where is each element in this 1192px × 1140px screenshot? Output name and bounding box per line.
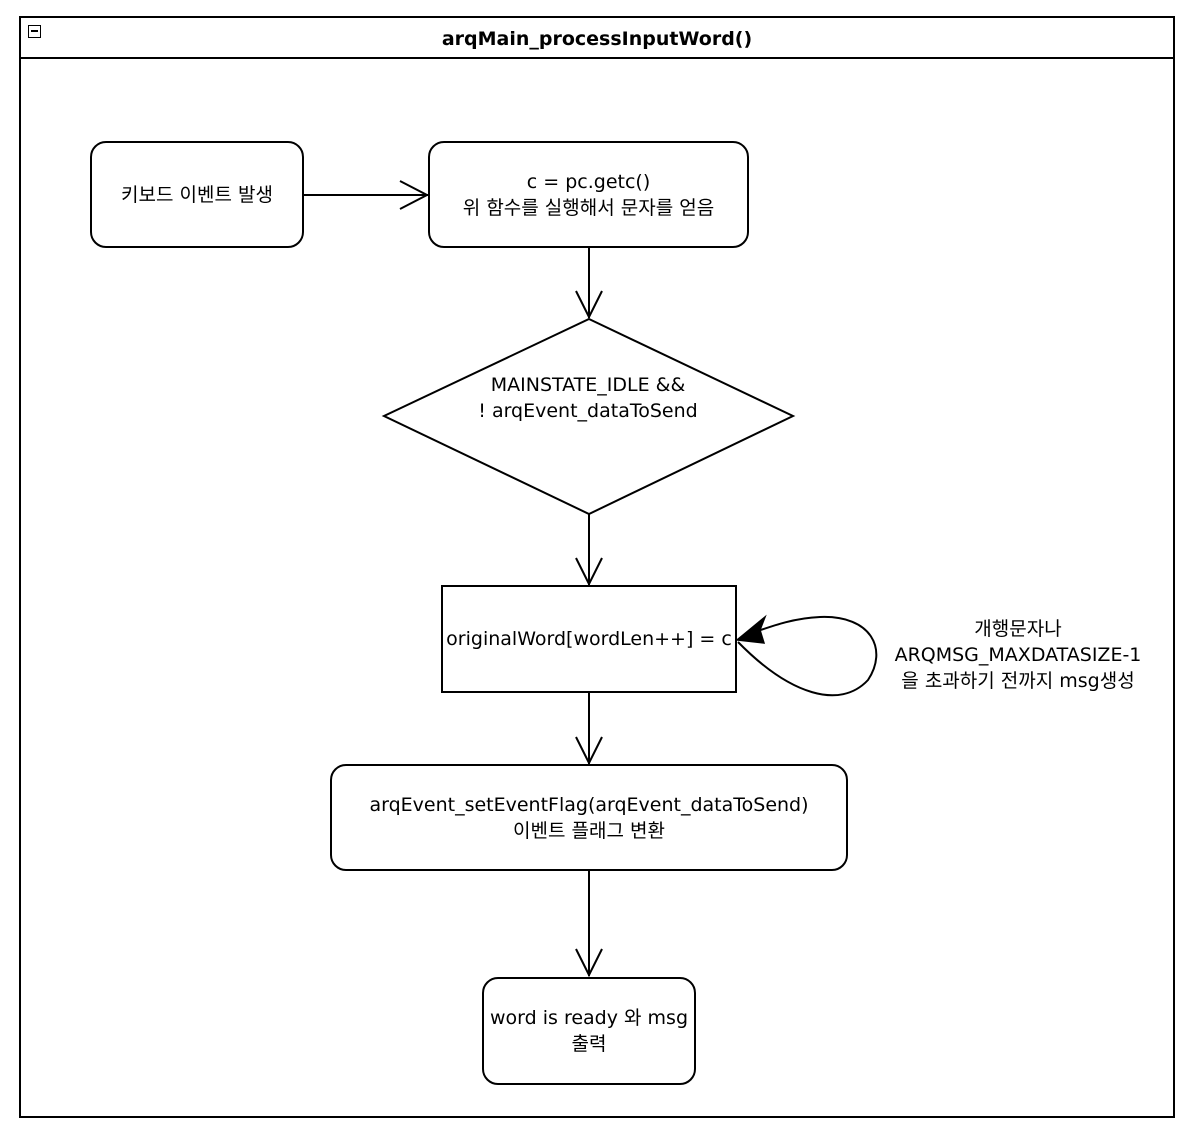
node-set-flag-line-1: arqEvent_setEventFlag(arqEvent_dataToSen… <box>369 793 809 816</box>
node-decision-line-2: ! arqEvent_dataToSend <box>478 400 698 422</box>
arrowhead-keyboard-to-getc <box>399 180 430 210</box>
diagram-title: arqMain_processInputWord() <box>441 28 753 50</box>
self-loop-label-line-3: 을 초과하기 전까지 msg생성 <box>901 670 1135 692</box>
collapse-icon[interactable] <box>28 25 41 38</box>
diagram-title-bar: arqMain_processInputWord() <box>21 18 1173 59</box>
self-loop-label-line-2: ARQMSG_MAXDATASIZE-1 <box>894 644 1142 666</box>
diagram-frame: arqMain_processInputWord() <box>19 16 1175 1118</box>
arrowhead-store-to-flag <box>575 736 603 766</box>
arrowhead-getc-to-decision <box>575 290 603 320</box>
node-output-line-1: word is ready 와 msg <box>489 1007 689 1029</box>
node-keyboard-event-line-1: 키보드 이벤트 발생 <box>121 183 273 206</box>
node-output[interactable]: word is ready 와 msg 출력 <box>482 977 696 1085</box>
node-set-flag[interactable]: arqEvent_setEventFlag(arqEvent_dataToSen… <box>330 764 848 871</box>
node-store-char[interactable]: originalWord[wordLen++] = c <box>441 585 737 693</box>
self-loop-label: 개행문자나 ARQMSG_MAXDATASIZE-1 을 초과하기 전까지 ms… <box>886 616 1150 694</box>
arrowhead-flag-to-output <box>575 948 603 978</box>
self-loop-label-line-1: 개행문자나 <box>974 618 1062 640</box>
node-getc-line-2: 위 함수를 실행해서 문자를 얻음 <box>462 196 715 219</box>
node-store-char-line-1: originalWord[wordLen++] = c <box>446 628 732 650</box>
node-getc[interactable]: c = pc.getc() 위 함수를 실행해서 문자를 얻음 <box>428 141 749 248</box>
node-decision-text: MAINSTATE_IDLE && ! arqEvent_dataToSend <box>383 372 793 424</box>
node-set-flag-line-2: 이벤트 플래그 변환 <box>513 819 665 842</box>
node-keyboard-event[interactable]: 키보드 이벤트 발생 <box>90 141 304 248</box>
arrowhead-decision-to-store <box>575 557 603 587</box>
node-decision-line-1: MAINSTATE_IDLE && <box>490 374 686 396</box>
node-getc-line-1: c = pc.getc() <box>526 170 651 193</box>
self-loop-arrowhead <box>735 614 767 644</box>
node-output-line-2: 출력 <box>571 1033 607 1055</box>
self-loop-edge <box>737 615 878 697</box>
